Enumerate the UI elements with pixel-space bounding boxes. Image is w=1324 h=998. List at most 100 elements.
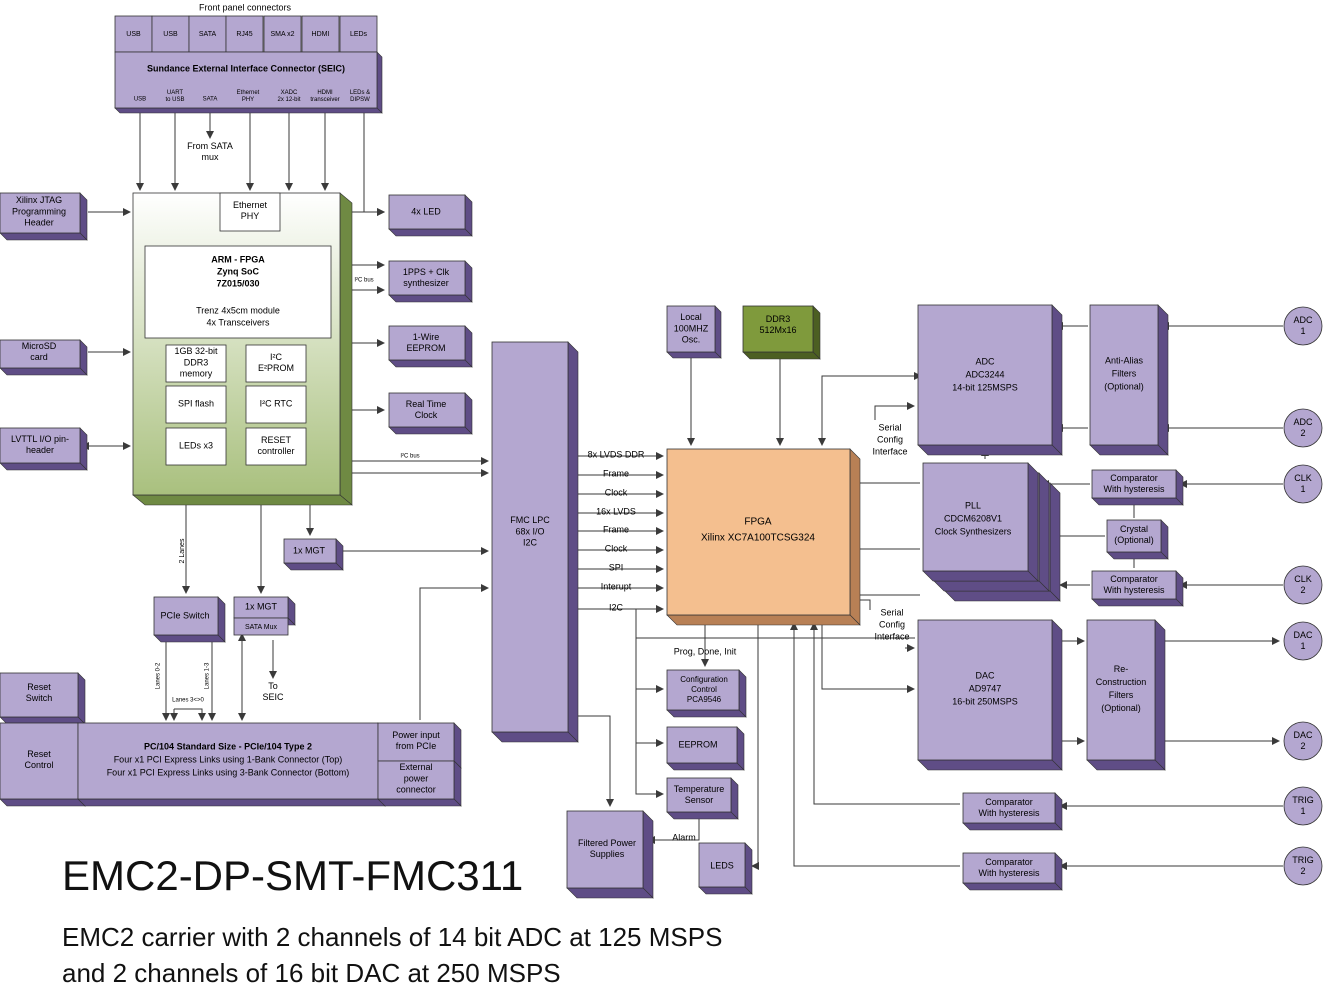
svg-text:SPI flash: SPI flash [178,398,214,408]
svg-text:card: card [30,352,48,362]
svg-text:1PPS + Clk: 1PPS + Clk [403,267,450,277]
svg-text:1: 1 [1300,326,1305,336]
svg-text:7Z015/030: 7Z015/030 [216,278,259,288]
svg-text:USB: USB [126,31,141,38]
svg-text:Xilinx XC7A100TCSG324: Xilinx XC7A100TCSG324 [701,533,815,544]
recon-block [1086,619,1166,771]
eeprom-fpga-block [666,726,745,771]
comparator-trig1 [962,792,1063,831]
connection-lines [81,105,1283,870]
adc-cfg-wire [874,402,915,420]
svg-text:To: To [268,681,278,691]
svg-text:I²C bus: I²C bus [400,454,419,460]
port-trig-1 [1283,786,1323,826]
fmc-signal-3: 16x LVDS [596,506,636,516]
front-connector-2 [188,15,227,53]
svg-text:4x Transceivers: 4x Transceivers [206,317,270,327]
mgt2-label: 1x MGT [245,601,278,611]
svg-text:2: 2 [1300,741,1305,751]
dac-data-wire [821,619,915,693]
i2c-bus-label-2: I²C bus [400,454,419,460]
mgt2-block [233,596,296,626]
dac-block [917,619,1063,771]
eeprom-fpga-label: EEPROM [678,739,717,749]
svg-text:Comparator: Comparator [1110,574,1158,584]
svg-text:Frame: Frame [603,524,629,534]
ddr3-fpga-block [742,305,821,360]
svg-text:Clock: Clock [605,543,628,553]
svg-text:8x LVDS DDR: 8x LVDS DDR [588,449,645,459]
svg-text:Control: Control [691,685,717,694]
microsd-card [0,339,88,376]
power-fmc-wire [419,584,489,720]
pll-block [922,462,1039,582]
svg-text:Zynq SoC: Zynq SoC [217,266,259,276]
svg-text:DAC: DAC [975,670,995,680]
svg-text:RESET: RESET [261,435,292,445]
front-connector-label-6: LEDs [350,31,368,38]
svg-text:I²C bus: I²C bus [354,278,373,284]
filtered-power-block [566,810,654,899]
svg-text:Programming: Programming [12,206,66,216]
svg-text:synthesizer: synthesizer [403,278,449,288]
svg-text:Ethernet: Ethernet [237,90,260,96]
port-clk-1 [1283,464,1323,504]
svg-text:E²PROM: E²PROM [258,363,294,373]
svg-text:With hysteresis: With hysteresis [1103,585,1165,595]
svg-text:XADC: XADC [281,90,298,96]
svg-text:1x MGT: 1x MGT [245,601,278,611]
svg-text:Four x1 PCI Express Links usin: Four x1 PCI Express Links using 1-Bank C… [114,754,343,764]
zynq-soc-label: ARM - FPGA Zynq SoC 7Z015/030 [211,254,265,288]
rtc-block [388,392,473,435]
config-block [666,669,747,718]
svg-text:I²C RTC: I²C RTC [260,398,293,408]
svg-text:HDMI: HDMI [312,31,330,38]
svg-text:Comparator: Comparator [1110,473,1158,483]
alarm-wire [647,816,700,844]
front-connector-5 [301,15,340,53]
comparator-trig2 [962,852,1063,891]
svg-text:Prog, Done, Init: Prog, Done, Init [674,646,737,656]
onewire-block [388,325,473,368]
svg-text:Four x1 PCI Express Links usin: Four x1 PCI Express Links using 3-Bank C… [107,767,350,777]
svg-text:UART: UART [167,90,184,96]
svg-text:TRIG: TRIG [1292,795,1314,805]
zynq-reset [245,427,307,466]
svg-text:LVTTL I/O pin-: LVTTL I/O pin- [11,434,69,444]
svg-text:Sundance External Interface Co: Sundance External Interface Connector (S… [147,63,345,73]
front-connector-label-5: HDMI [312,31,330,38]
svg-text:Serial: Serial [880,607,903,617]
zynq-rtc-label: I²C RTC [260,398,293,408]
front-connector-0 [114,15,153,53]
diagram-title: EMC2-DP-SMT-FMC311 [62,852,524,899]
alarm-label: Alarm [672,832,696,842]
svg-text:Interupt: Interupt [601,581,632,591]
osc-block [666,305,722,359]
svg-text:Trenz 4x5cm module: Trenz 4x5cm module [196,305,280,315]
svg-text:SATA: SATA [199,31,217,38]
fmc-signal-6: SPI [609,562,624,572]
svg-text:Serial: Serial [878,422,901,432]
sata-mux-label: SATA Mux [245,624,278,631]
front-connector-label-0: USB [126,31,141,38]
svg-text:DIPSW: DIPSW [350,97,370,103]
crystal-label: Crystal(Optional) [1114,524,1154,545]
svg-text:ADC: ADC [1293,315,1313,325]
lvttl-header [0,427,88,471]
svg-text:LEDS: LEDS [710,860,734,870]
svg-text:ARM - FPGA: ARM - FPGA [211,254,265,264]
svg-text:EEPROM: EEPROM [406,343,445,353]
